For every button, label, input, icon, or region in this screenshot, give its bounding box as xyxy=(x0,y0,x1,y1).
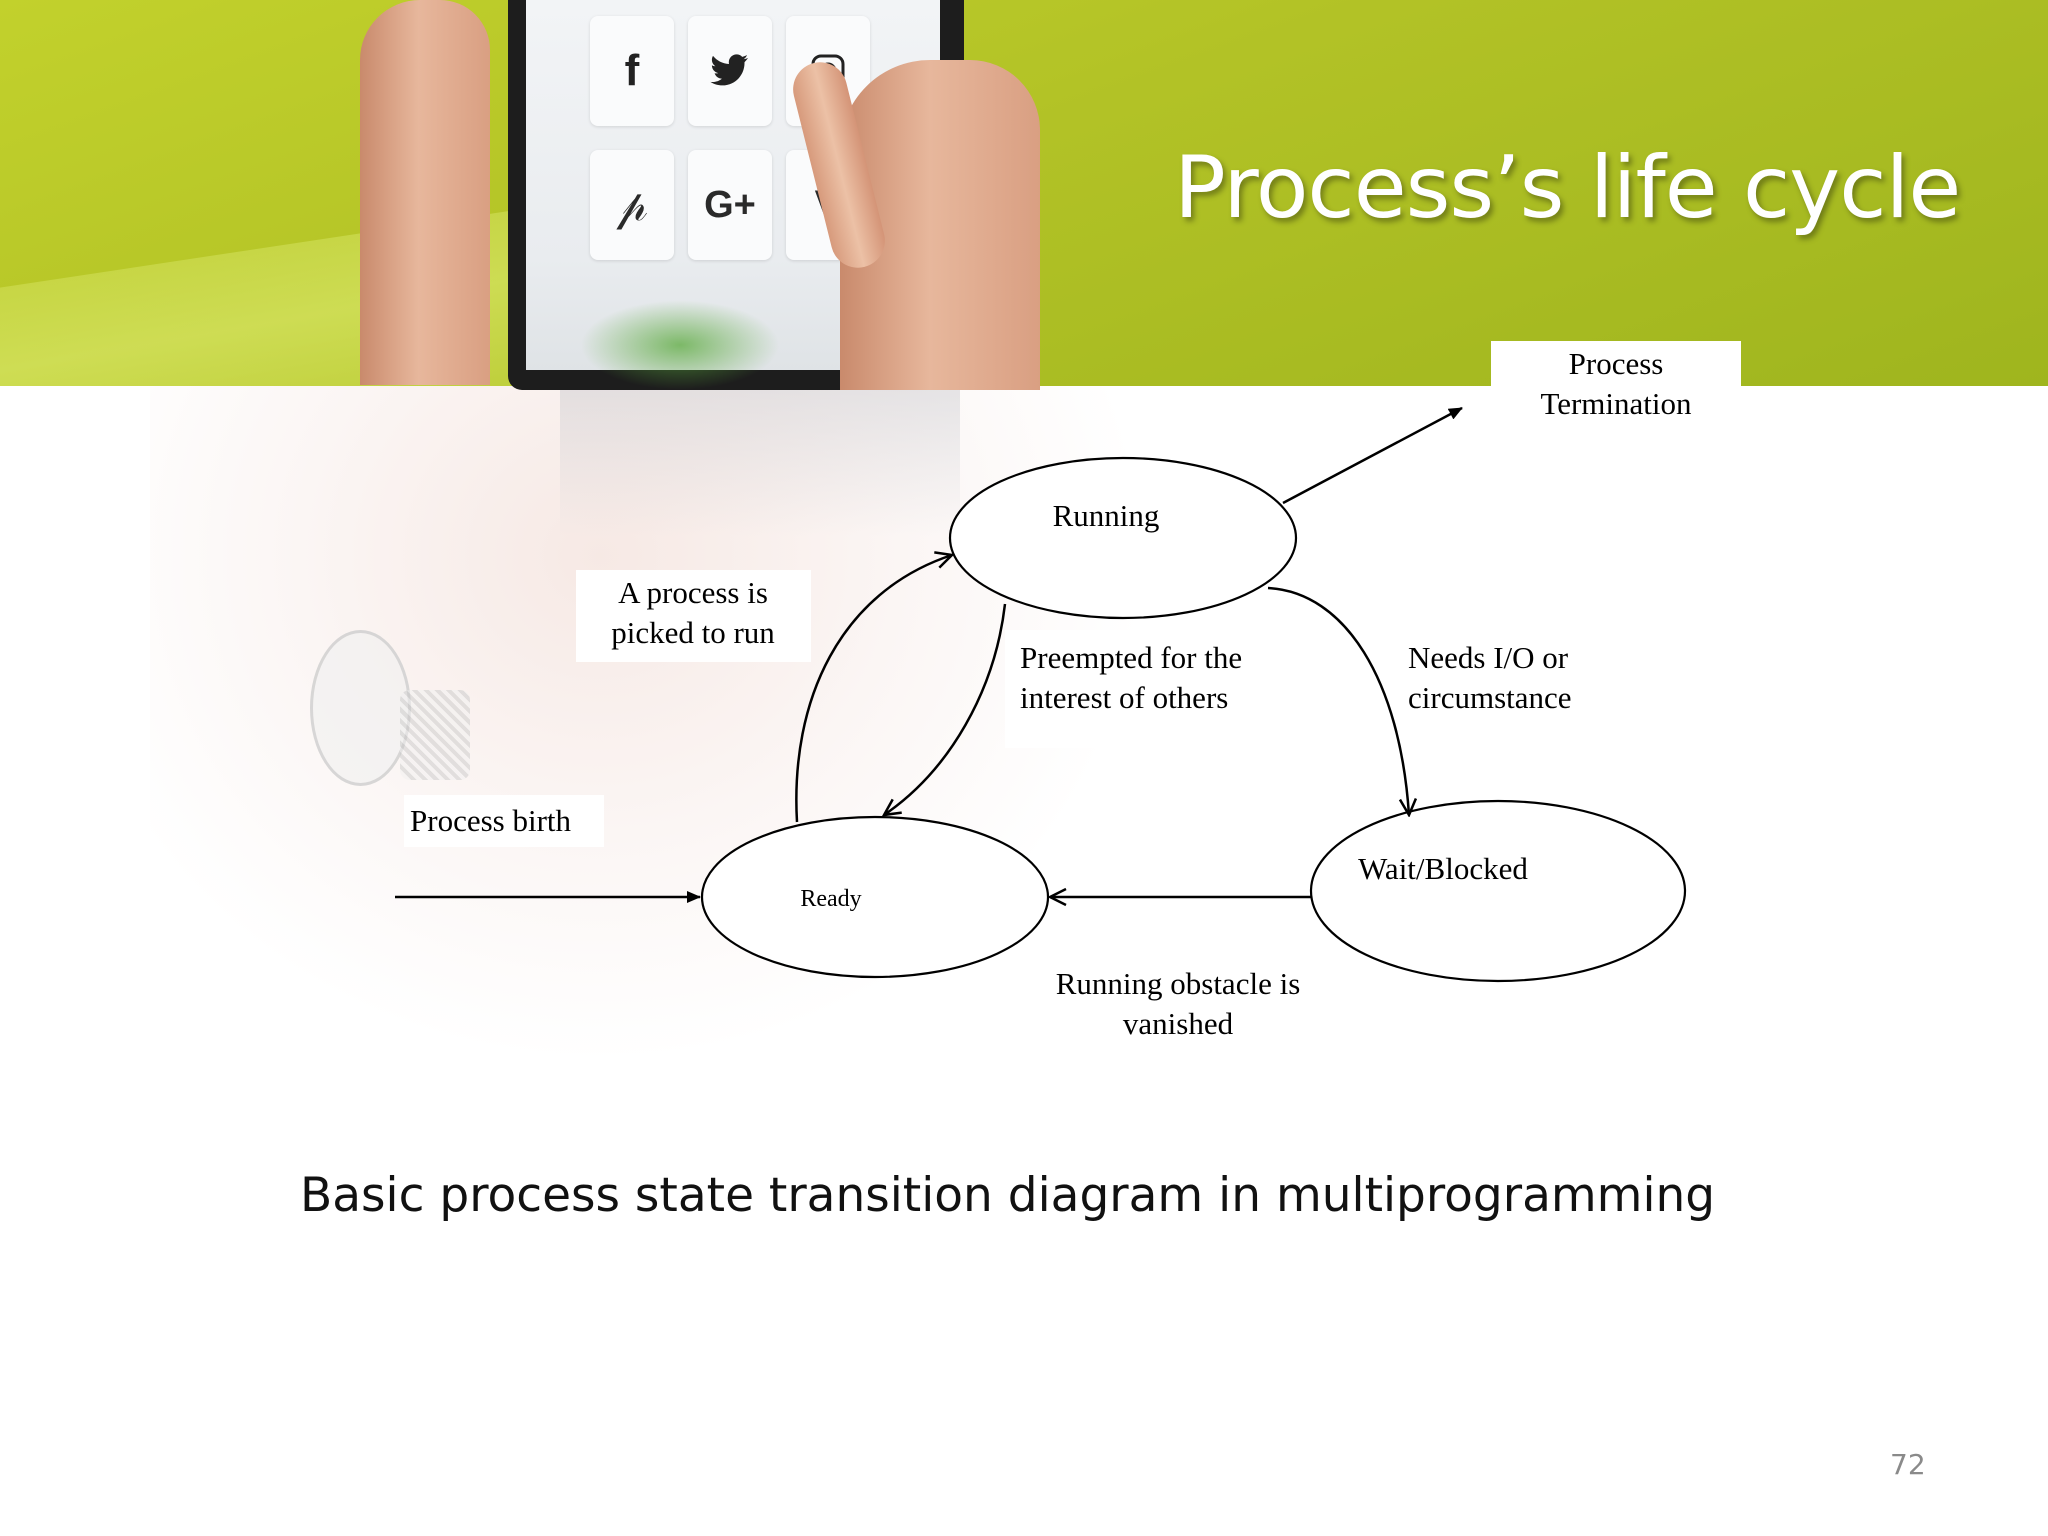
picked-label-line1: A process is xyxy=(618,575,768,610)
needs-io-label-line1: Needs I/O or xyxy=(1408,640,1569,675)
preempted-label-line2: interest of others xyxy=(1020,680,1228,715)
pinterest-icon: 𝓅 xyxy=(590,150,674,260)
needs-io-label-line2: circumstance xyxy=(1408,680,1572,715)
left-hand xyxy=(360,0,490,385)
obstacle-label-box xyxy=(1022,958,1332,1058)
google-plus-icon: G+ xyxy=(688,150,772,260)
facebook-icon: f xyxy=(590,16,674,126)
page-number: 72 xyxy=(1890,1448,1926,1481)
preempted-label-box xyxy=(1005,630,1275,748)
termination-label-box xyxy=(1491,341,1741,471)
birth-label-box xyxy=(404,795,604,847)
ready-label: Ready xyxy=(800,886,861,912)
needs-io-label-box xyxy=(1395,630,1610,730)
obstacle-label-line2: vanished xyxy=(1123,1006,1234,1041)
wait-blocked-label: Wait/Blocked xyxy=(1358,851,1528,886)
faded-tablet-edge xyxy=(560,386,960,536)
picked-label-box xyxy=(576,570,811,662)
needs-io-arrow xyxy=(1267,586,1409,815)
termination-arrow xyxy=(1282,406,1463,505)
running-label: Running xyxy=(1053,498,1160,533)
termination-line1: Process xyxy=(1569,346,1664,381)
watch-band xyxy=(400,690,470,780)
termination-line2: Termination xyxy=(1540,386,1692,421)
wristwatch-icon xyxy=(310,630,411,786)
picked-label-line2: picked to run xyxy=(611,615,775,650)
preempted-label-line1: Preempted for the xyxy=(1020,640,1242,675)
diagram-caption: Basic process state transition diagram i… xyxy=(300,1168,1716,1223)
preempted-arrow xyxy=(884,603,1007,815)
twitter-icon xyxy=(688,16,772,126)
obstacle-label-line1: Running obstacle is xyxy=(1056,966,1301,1001)
birth-label: Process birth xyxy=(410,803,572,838)
picked-to-run-arrow xyxy=(795,555,952,823)
running-state xyxy=(948,456,1298,620)
green-blur xyxy=(580,300,780,390)
slide-title: Process’s life cycle xyxy=(1174,138,1961,238)
wait-blocked-state xyxy=(1309,799,1687,983)
ready-state xyxy=(700,815,1050,979)
